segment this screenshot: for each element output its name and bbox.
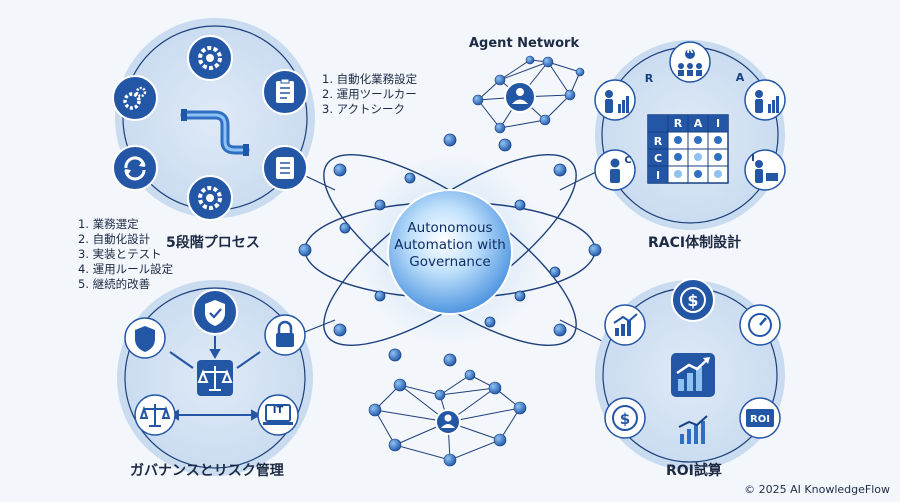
growth-chart-icon [604, 304, 646, 346]
raci-icons [594, 41, 786, 191]
person-icon [594, 79, 636, 121]
dollar-icon [604, 397, 646, 439]
center-label: Autonomous Automation with Governance [380, 220, 520, 271]
bottom-hub [435, 409, 461, 435]
person-icon [594, 149, 636, 191]
dollar-icon [671, 278, 715, 322]
list-item: 5. 継続的改善 [78, 277, 151, 291]
center-line-2: Automation with [394, 237, 506, 253]
governance-title: ガバナンスとリスク管理 [130, 463, 284, 479]
laptop-icon [257, 394, 299, 436]
agent-hub [504, 81, 536, 113]
team-icon [669, 41, 711, 83]
raci-row-c: C [654, 152, 662, 165]
raci-header-i: I [716, 117, 720, 130]
raci-badge-r: R [645, 72, 654, 85]
governance-icons [124, 289, 306, 436]
dollar-symbol-bottom: $ [620, 410, 630, 428]
list-item: 3. アクトシーク [322, 102, 406, 116]
shield-icon [192, 289, 238, 335]
person-icon [441, 414, 455, 428]
process-icons [112, 35, 308, 221]
roi-badge-label: ROI [750, 414, 770, 425]
clipboard-icon [262, 69, 308, 115]
lock-icon [264, 314, 306, 356]
roi-badge-icon [739, 397, 781, 439]
list-item: 2. 自動化設計 [78, 232, 151, 246]
gear-icon [112, 75, 158, 121]
process-title: 5段階プロセス [166, 235, 260, 251]
roi-icons [604, 278, 781, 444]
pipe-icon [180, 109, 250, 156]
list-item: 2. 運用ツールカー [322, 87, 417, 101]
roi-title: ROI試算 [666, 463, 722, 479]
raci-header-a: A [694, 117, 703, 130]
governance-ring [124, 287, 306, 469]
person-icon [744, 149, 786, 191]
raci-title: RACI体制設計 [648, 235, 742, 251]
person-icon [744, 79, 786, 121]
raci-matrix-icon [647, 114, 729, 184]
central-atom [298, 133, 602, 367]
scales-icon [134, 394, 176, 436]
raci-header-r: R [674, 117, 683, 130]
clipboard-icon [262, 145, 308, 191]
center-line-3: Governance [409, 254, 491, 270]
central-orb [387, 189, 513, 315]
copyright-footer: © 2025 AI KnowledgeFlow [744, 483, 890, 496]
shield-icon [124, 317, 166, 359]
scales-icon [197, 360, 233, 396]
growth-chart-icon [671, 353, 715, 397]
list-item: 1. 自動化業務設定 [322, 72, 418, 86]
gear-icon [187, 35, 233, 81]
gauge-icon [739, 304, 781, 346]
person-icon [512, 88, 528, 104]
cycle-icon [112, 145, 158, 191]
center-line-1: Autonomous [407, 220, 493, 236]
list-item: 4. 運用ルール設定 [78, 262, 174, 276]
dollar-symbol-top: $ [687, 291, 698, 310]
growth-chart-icon [678, 415, 708, 444]
bottom-network-mesh [368, 369, 527, 467]
agent-network-list: 1. 自動化業務設定 2. 運用ツールカー 3. アクトシーク [322, 72, 417, 117]
list-item: 3. 実装とテスト [78, 247, 162, 261]
orbit-nodes [298, 133, 602, 367]
raci-team-badge: R [687, 46, 694, 56]
matrix-dots [674, 136, 722, 178]
laptop-it-label: IT [273, 405, 284, 416]
svg-text-layer: R A C I R R A I R C I IT $ $ ROI [273, 46, 770, 428]
raci-badge-a: A [736, 71, 745, 84]
raci-row-i: I [656, 169, 660, 182]
raci-badge-i: I [751, 153, 755, 164]
agent-network-title: Agent Network [469, 36, 580, 51]
agent-network-mesh [472, 55, 585, 134]
raci-row-r: R [654, 135, 663, 148]
list-item: 1. 業務選定 [78, 217, 139, 231]
gear-icon [187, 175, 233, 221]
process-steps-list: 1. 業務選定 2. 自動化設計 3. 実装とテスト 4. 運用ルール設定 5.… [78, 217, 173, 292]
raci-badge-c: C [624, 155, 631, 166]
